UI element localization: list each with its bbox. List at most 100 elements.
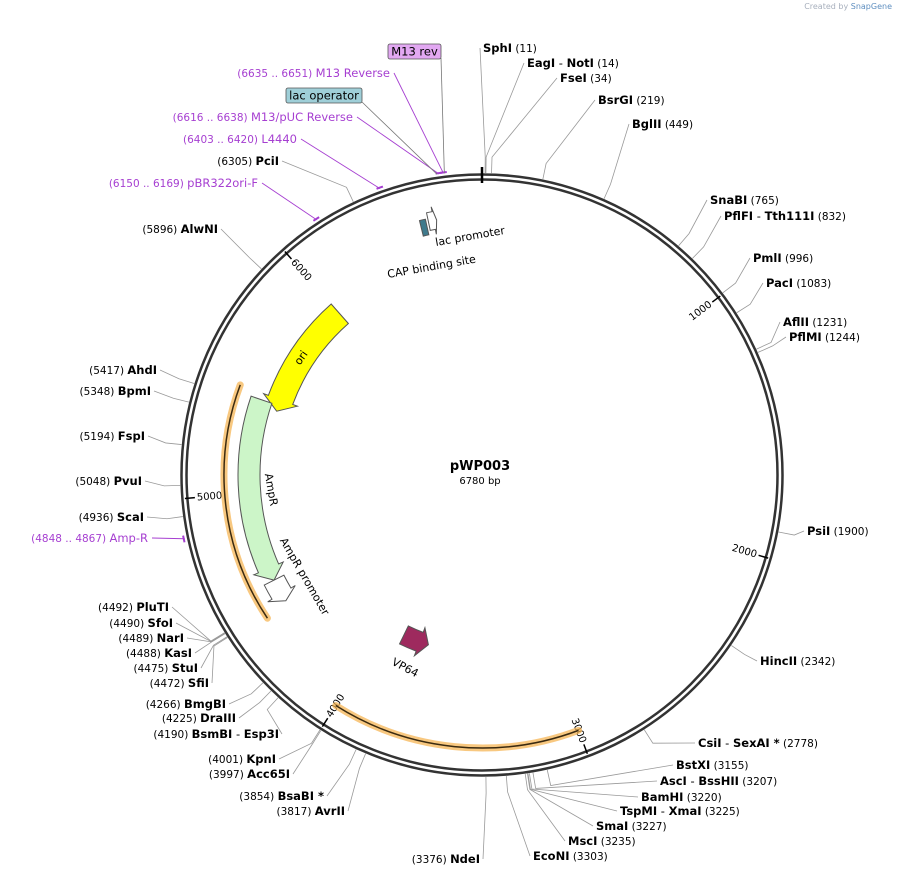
enzyme-pflfi-tth111i: PflFI - Tth111I (832) [692,209,846,259]
enzyme-label: FseI (34) [560,71,612,85]
enzyme-leader [485,62,525,174]
primer-label: (6150 .. 6169) pBR322ori-F [109,176,258,190]
enzyme-msci: MscI (3235) [524,773,636,848]
enzyme-pflmi: PflMI (1244) [757,330,860,353]
primer-label: (6403 .. 6420) L4440 [183,132,297,146]
primer-leader [261,182,318,221]
enzyme-leader [220,228,262,270]
feature-label-lac-promoter: lac promoter [434,224,506,249]
enzyme-label: (5048) PvuI [75,474,142,488]
enzyme-eagi-noti: EagI - NotI (14) [485,56,619,174]
enzyme-leader [200,636,228,669]
enzyme-leader [736,282,764,314]
enzyme-leader [228,682,264,705]
box-bg [387,43,442,60]
enzyme-label: (6305) PciI [217,154,279,168]
enzyme-label: PsiI (1900) [807,524,869,538]
enzyme-avrii: (3817) AvrII [277,753,366,818]
box-leader [440,57,445,174]
primer-leader [151,537,185,540]
feature-cap-binding-site [418,218,430,237]
enzyme-psii: PsiI (1900) [778,524,869,538]
enzyme-label: BglII (449) [632,117,693,131]
enzyme-pluti: (4492) PluTI [98,600,225,642]
enzyme-econi: EcoNI (3303) [505,775,608,863]
enzyme-csii-sexai: CsiI - SexAI * (2778) [643,729,818,750]
plasmid-name: pWP003 [450,459,510,474]
tick-4000 [321,717,329,728]
enzyme-label: (4475) StuI [133,661,198,675]
enzyme-leader [326,749,357,797]
enzyme-bglii: BglII (449) [603,117,693,199]
primer-m13-puc-reverse: (6616 .. 6638) M13/pUC Reverse [173,110,443,175]
enzyme-label: (5348) BpmI [79,384,151,398]
enzyme-label: (5417) AhdI [89,363,157,377]
enzyme-label: (4472) SfiI [150,676,209,690]
feature-ori [262,303,350,412]
enzyme-label: PflMI (1244) [789,330,860,344]
enzyme-draiii: (4225) DraIII [162,690,272,725]
enzyme-leader [505,775,531,857]
enzyme-label: (4490) SfoI [109,616,173,630]
watermark-prefix: Created by [804,2,849,11]
enzyme-scai: (4936) ScaI [79,510,183,524]
enzyme-stui: (4475) StuI [133,636,228,675]
box-bg [285,87,363,104]
enzyme-label: (3817) AvrII [277,804,345,818]
feature-vp64 [398,625,429,658]
enzyme-label: (3854) BsaBI * [239,789,324,803]
enzyme-leader [678,199,708,247]
enzyme-acc65i: (3997) Acc65I [209,730,322,781]
enzyme-label: (4488) KasI [126,646,192,660]
orf-line-1 [223,384,269,619]
enzyme-leader [528,773,639,798]
primer-label: (6635 .. 6651) M13 Reverse [237,66,390,80]
tick-label-2000: 2000 [731,543,759,561]
enzyme-label: TspMI - XmaI (3225) [620,804,740,818]
enzyme-pcii: (6305) PciI [217,154,354,202]
enzyme-label: SmaI (3227) [596,819,667,833]
enzyme-leader [532,772,658,789]
feature-label-ampr-promoter: AmpR promoter [277,535,332,618]
box-lac-operator: lac operator [285,87,438,175]
enzyme-leader [147,435,182,445]
enzyme-label: (3997) Acc65I [209,767,290,781]
enzyme-nari: (4489) NarI [118,631,226,645]
enzyme-leader [153,390,190,403]
map-center: pWP003 6780 bp [450,459,510,487]
primer-pbr322ori-f: (6150 .. 6169) pBR322ori-F [109,176,320,222]
enzyme-leader [278,729,321,760]
enzyme-label: (4492) PluTI [98,600,169,614]
feature-ampr [237,395,285,581]
enzyme-kpni: (4001) KpnI [208,729,321,766]
enzyme-leader [281,160,354,202]
enzyme-alwni: (5896) AlwNI [142,222,262,270]
enzyme-label: HincII (2342) [760,654,835,668]
enzyme-leader [479,47,486,174]
box-label: lac operator [289,89,359,103]
enzyme-hincii: HincII (2342) [731,645,835,668]
tick-label-5000: 5000 [196,491,222,504]
enzyme-label: AflII (1231) [783,315,847,329]
enzyme-paci: PacI (1083) [736,276,831,314]
enzyme-ndei: (3376) NdeI [412,776,487,866]
enzyme-label: PflFI - Tth111I (832) [724,209,846,223]
enzyme-aflii: AflII (1231) [756,315,847,350]
enzyme-leader [546,764,674,786]
primer-leader [300,138,381,189]
enzyme-leader [211,637,228,684]
enzyme-bmgbi: (4266) BmgBI [146,682,264,711]
feature-label-vp64: VP64 [390,655,421,680]
enzyme-leader [524,773,566,842]
primer-site [312,216,320,222]
enzyme-leader [159,369,195,384]
orf-line-0 [335,704,579,749]
box-leader [361,101,438,175]
box-m13-rev: M13 rev [387,43,445,174]
enzyme-bsmbi-esp3i: (4190) BsmBI - Esp3I [153,697,283,741]
enzyme-fspi: (5194) FspI [80,429,182,445]
primer-leader [393,72,444,174]
box-label: M13 rev [391,45,438,59]
enzyme-asci-bsshii: AscI - BssHII (3207) [532,772,777,789]
